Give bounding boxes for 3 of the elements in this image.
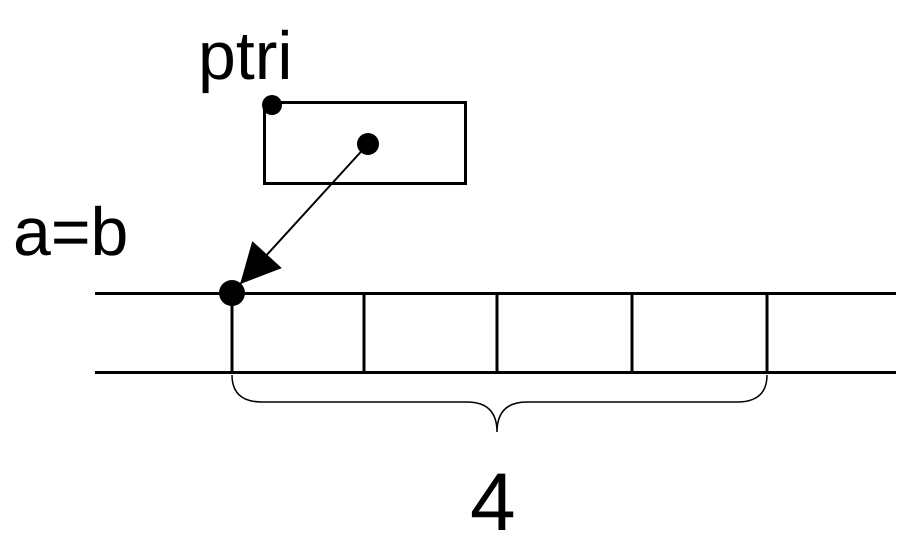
pointer-arrow <box>239 133 379 285</box>
address-label: a=b <box>13 198 128 266</box>
element-count: 4 <box>470 462 516 537</box>
